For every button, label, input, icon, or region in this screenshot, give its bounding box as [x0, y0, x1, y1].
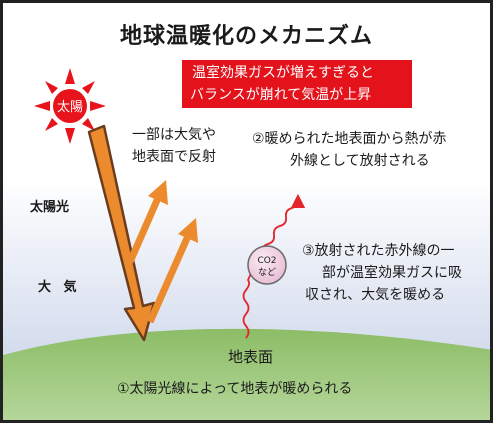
- step3-label: ③放射された赤外線の一 部が温室効果ガスに吸 収され、大気を暖める: [302, 240, 462, 306]
- step2-line-2: 外線として放射される: [290, 153, 430, 169]
- reflected-arrow-2: [146, 218, 198, 324]
- step3-line-1: ③放射された赤外線の一: [302, 243, 455, 259]
- warning-callout: 温室効果ガスが増えすぎると バランスが崩れて気温が上昇: [182, 60, 412, 108]
- reflection-line-2: 地表面で反射: [132, 149, 216, 165]
- step2-line-1: ②暖められた地表面から熱が赤: [252, 131, 447, 147]
- co2-label-line2: など: [258, 267, 276, 278]
- diagram-title: 地球温暖化のメカニズム: [119, 24, 373, 49]
- step2-label: ②暖められた地表面から熱が赤 外線として放射される: [252, 128, 447, 172]
- reflected-arrow-1: [126, 180, 168, 264]
- sun-icon: [34, 68, 106, 144]
- reflection-line-1: 一部は大気や: [132, 127, 216, 143]
- reflection-label: 一部は大気や 地表面で反射: [132, 124, 216, 168]
- step1-label: ①太陽光線によって地表が暖められる: [117, 381, 353, 397]
- co2-molecule: [247, 245, 287, 285]
- callout-line-1: 温室効果ガスが増えすぎると: [192, 65, 374, 81]
- sun-label: 太陽: [57, 100, 83, 115]
- step3-line-3: 収され、大気を暖める: [305, 287, 446, 303]
- ground-area: [0, 328, 493, 423]
- co2-label-line1: CO2: [257, 256, 276, 266]
- callout-line-2: バランスが崩れて気温が上昇: [190, 87, 372, 103]
- ground-surface-label: 地表面: [228, 348, 274, 366]
- sunlight-label: 太陽光: [30, 200, 70, 215]
- step3-line-2: 部が温室効果ガスに吸: [322, 265, 462, 281]
- atmosphere-label: 大 気: [38, 280, 81, 295]
